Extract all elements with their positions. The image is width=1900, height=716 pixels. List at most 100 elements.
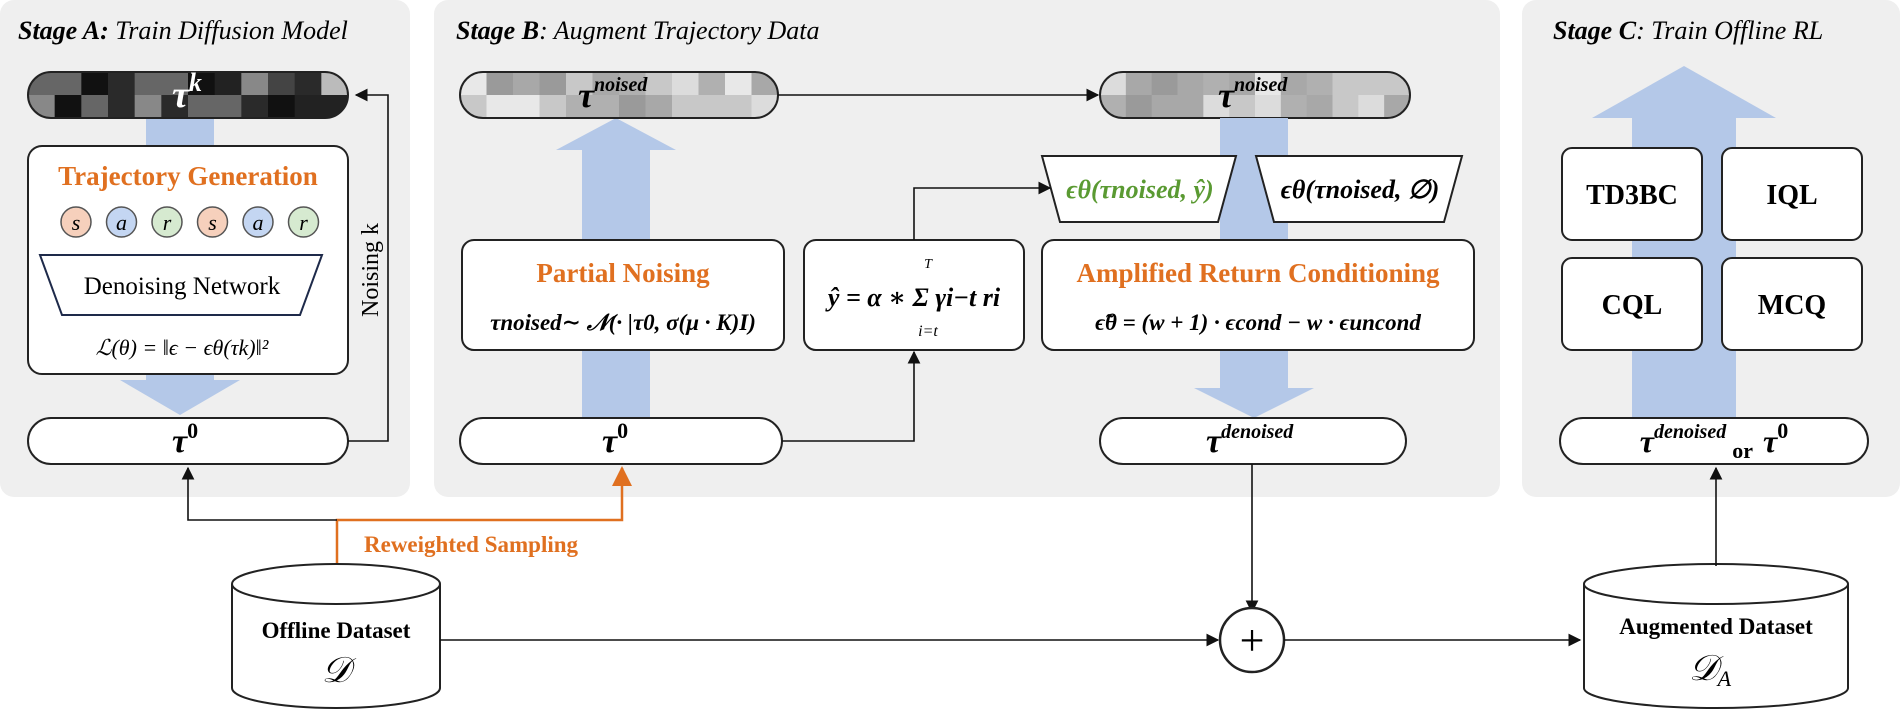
trajectory-generation-title: Trajectory Generation [58,161,318,191]
tau-noised-right-pill: τnoised [1099,71,1411,119]
amplified-return-box [1041,239,1475,351]
noise-cell [134,95,162,118]
return-sum-top: T [924,257,933,272]
noise-cell [1332,95,1359,118]
noise-cell [81,95,109,118]
noise-cell [1177,72,1204,96]
noise-cell [1151,72,1178,96]
return-formula: ŷ = α ∗ Σ γi−t ri [825,283,1001,312]
noise-cell [161,72,189,96]
noise-cell [645,95,673,118]
token-circle-a [105,206,138,238]
noise-cell [1203,95,1230,118]
loss-formula: ℒ(θ) = ‖ϵ − ϵθ(τk)‖² [96,335,269,360]
noise-cell [241,72,269,96]
merge-plus: + [1240,616,1265,665]
svg-text:τnoised: τnoised [578,74,648,115]
augmented-dataset-cylinder: Augmented Dataset 𝒟A [1583,563,1849,709]
noise-cell [1177,95,1204,118]
algorithm-label: CQL [1602,290,1663,321]
noise-cell [698,72,726,96]
noise-cell [268,72,296,96]
noise-cell [619,95,646,118]
noise-cell [1125,72,1153,96]
stage-b-right-down-arrow [1194,388,1314,418]
noise-cell [1151,95,1178,118]
noise-cell [513,72,540,96]
svg-text:τnoised: τnoised [1218,74,1288,115]
amplified-return-formula: ϵ̃θ = (w + 1) · ϵcond − w · ϵuncond [1095,310,1421,335]
noising-k-label: Noising k [358,223,384,317]
noise-cell [725,95,752,118]
noise-cell [294,72,322,96]
token-circle-r [287,206,320,238]
noise-cell [268,95,296,118]
noise-cell [188,72,216,96]
token-label: a [116,210,127,235]
noise-cell [1280,72,1308,96]
noise-cell [592,95,620,118]
noise-cell [134,72,162,96]
noise-cell [566,95,593,118]
noise-cell [486,95,514,118]
noise-cell [672,95,699,118]
tau-noised-left-pill: τnoised [459,71,779,119]
noising-loop-arrow [348,88,389,442]
stage-b-tau0-label: τ0 [602,418,628,460]
denoising-network-shape [38,254,324,316]
algorithm-box-mcq [1721,257,1863,351]
eps-cond-label: ϵθ(τnoised, ŷ) [1066,175,1213,204]
token-label: r [163,210,172,235]
noise-cell [1306,72,1333,96]
denoising-network-label: Denoising Network [84,273,281,300]
stage-c-title: Stage C: Train Offline RL [1553,16,1823,45]
noise-cell [1332,72,1359,96]
partial-noising-box [461,239,785,351]
tau-denoised-pill [1099,417,1407,465]
return-sum-bottom: i=t [918,323,938,340]
token-circle-s [60,206,92,238]
noise-cell [1358,72,1385,96]
noise-cell [1229,72,1256,96]
noise-cell [214,95,242,118]
token-label: a [253,210,264,235]
stage-a-title: Stage A: Train Diffusion Model [18,16,348,45]
reweighted-branch-line [335,466,632,570]
algorithm-grid: TD3BC IQL CQL MCQ [1561,147,1863,351]
token-label: s [72,210,81,235]
offline-dataset-cylinder: Offline Dataset 𝒟 [231,563,441,709]
stage-b-title: Stage B: Augment Trajectory Data [456,16,820,45]
svg-text:τk: τk [172,68,202,116]
noise-cell [1306,95,1333,118]
offline-dataset-label: Offline Dataset [262,618,411,643]
noise-cell [1229,95,1256,118]
noise-cell [698,95,726,118]
noise-cell [513,95,540,118]
token-circle-s [196,206,229,238]
noise-cell [241,95,269,118]
algorithm-label: TD3BC [1586,180,1678,211]
algorithm-label: IQL [1766,180,1817,211]
algorithm-label: MCQ [1758,290,1826,321]
noise-cell [54,72,82,96]
noise-cell [108,95,136,118]
stage-c-up-arrow [1592,66,1776,118]
noise-cell [1255,72,1282,96]
return-to-cond-arrow [913,181,1052,240]
algorithm-box-iql [1721,147,1863,241]
token-circle-r [151,206,183,238]
eps-cond-shape [1040,155,1238,223]
noise-cell [161,95,189,118]
noise-cell [486,72,514,96]
tau-denoised-label: τdenoised [1206,421,1294,460]
noise-cell [539,72,567,96]
noise-cell [645,72,673,96]
algorithm-box-td3bc [1561,147,1703,241]
noise-cell [81,72,109,96]
tau-k-pill: τk [27,68,349,119]
noise-cell [566,72,593,96]
noise-cell [1203,72,1230,96]
